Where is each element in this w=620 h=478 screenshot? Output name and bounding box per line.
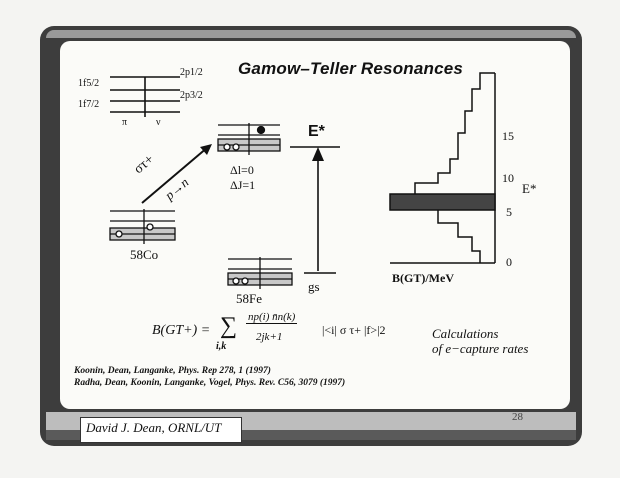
gs-label: gs <box>308 279 320 294</box>
slide-bottom-bar-dark <box>46 430 576 440</box>
tick-10: 10 <box>502 171 514 185</box>
level-p32: 2p3/2 <box>180 90 203 101</box>
label-nu: ν <box>156 117 161 128</box>
energy-arrow <box>290 146 340 274</box>
nucleus-co: 58Co <box>130 247 159 262</box>
formula-den: 2jk+1 <box>256 331 283 343</box>
author-label: David J. Dean, ORNL/UT <box>86 420 222 435</box>
reference-2: Radha, Dean, Koonin, Langanke, Vogel, Ph… <box>74 378 346 388</box>
calculations-note: Calculations of e−capture rates <box>432 326 528 356</box>
delta-l: Δl=0 <box>230 163 254 177</box>
formula-lhs: B(GT+) = <box>152 323 211 338</box>
author-box <box>80 417 242 443</box>
level-scheme <box>110 76 180 117</box>
co-config <box>109 209 176 244</box>
physics-diagram <box>109 72 496 289</box>
slide-frame-top <box>46 30 576 38</box>
slide-panel: Gamow–Teller Resonances <box>60 41 570 409</box>
nucleus-fe: 58Fe <box>236 291 262 306</box>
reference-1: Koonin, Dean, Langanke, Phys. Rep 278, 1… <box>74 366 271 376</box>
tick-0: 0 <box>506 255 512 269</box>
calc-line-1: Calculations <box>432 326 499 341</box>
calc-line-2: of e−capture rates <box>432 341 529 356</box>
tick-5: 5 <box>506 205 512 219</box>
level-p12: 2p1/2 <box>180 67 203 78</box>
transition-arrow <box>141 144 212 204</box>
level-f72: 1f7/2 <box>78 99 100 110</box>
slide-title: Gamow–Teller Resonances <box>238 59 464 78</box>
gt-histogram <box>389 72 496 264</box>
formula-sub: i,k <box>216 341 227 352</box>
fe-config <box>227 257 293 289</box>
delta-j: ΔJ=1 <box>230 178 256 192</box>
formula-num: np(i) n̄n(k) <box>246 311 298 324</box>
label-pi: π <box>122 117 128 128</box>
tick-15: 15 <box>502 129 514 143</box>
level-f52: 1f5/2 <box>78 78 100 89</box>
hist-ylabel: E* <box>522 181 537 196</box>
hist-xlabel: B(GT)/MeV <box>392 271 454 285</box>
page-number: 28 <box>512 411 523 423</box>
excited-config <box>217 123 281 155</box>
estar-label: E* <box>308 123 325 140</box>
references: Koonin, Dean, Langanke, Phys. Rep 278, 1… <box>74 365 345 389</box>
formula-sum: ∑ <box>220 313 238 339</box>
formula-matrix: |<i| σ τ+ |f>|2 <box>322 323 386 337</box>
